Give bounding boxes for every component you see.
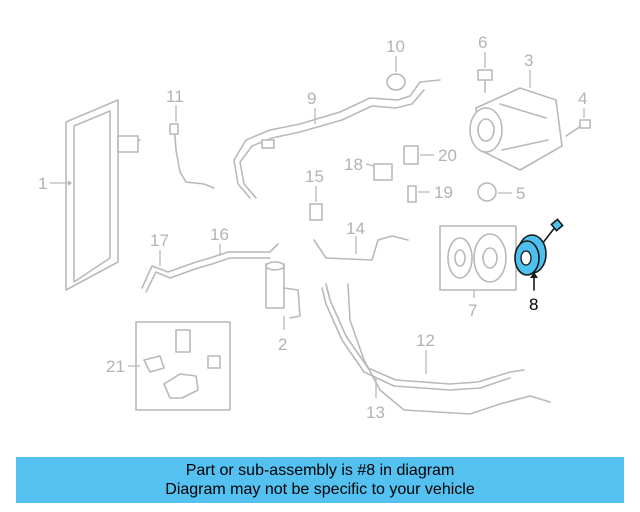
callout-21: 21 <box>106 357 125 376</box>
callout-20: 20 <box>438 146 457 165</box>
callout-9: 9 <box>307 89 316 108</box>
part-3-compressor[interactable]: 3 <box>469 51 563 171</box>
callout-17: 17 <box>150 231 169 250</box>
callout-11: 11 <box>166 87 184 106</box>
part-19-bolt[interactable]: 19 <box>407 183 453 203</box>
callout-16: 16 <box>210 225 229 244</box>
callout-19: 19 <box>434 183 453 202</box>
part-9-line[interactable]: 9 <box>233 79 441 199</box>
part-7-clutch-assembly[interactable]: 7 <box>439 225 517 320</box>
part-12-13-lines[interactable]: 12 13 <box>321 283 551 422</box>
callout-8: 8 <box>529 295 538 314</box>
part-1-condenser[interactable]: 1 <box>38 99 141 291</box>
info-banner: Part or sub-assembly is #8 in diagram Di… <box>16 457 624 503</box>
part-18-bracket[interactable]: 18 <box>344 155 393 181</box>
callout-14: 14 <box>346 219 365 238</box>
part-11-line[interactable]: 11 <box>166 87 215 189</box>
callout-10: 10 <box>386 37 405 56</box>
part-8-clutch-coil[interactable]: 8 <box>514 218 564 314</box>
callout-7: 7 <box>468 301 477 320</box>
part-16-17-line[interactable]: 16 17 <box>141 225 279 293</box>
callout-15: 15 <box>305 167 324 186</box>
part-14-line[interactable]: 14 <box>313 219 409 261</box>
part-21-fittings-kit[interactable]: 21 <box>106 321 231 411</box>
part-2-drier[interactable]: 2 <box>265 261 301 354</box>
callout-6: 6 <box>478 33 487 52</box>
part-10-cap[interactable]: 10 <box>386 37 406 91</box>
part-20-fitting[interactable]: 20 <box>403 145 457 165</box>
part-4-bolt[interactable]: 4 <box>565 89 591 137</box>
callout-12: 12 <box>416 331 435 350</box>
parts-diagram: 1 11 9 10 6 3 <box>38 33 591 422</box>
banner-line-2: Diagram may not be specific to your vehi… <box>165 481 475 498</box>
callout-2: 2 <box>278 335 287 354</box>
part-6-bolt[interactable]: 6 <box>477 33 493 93</box>
callout-5: 5 <box>516 184 525 203</box>
banner-line-1: Part or sub-assembly is #8 in diagram <box>185 462 455 479</box>
callout-4: 4 <box>578 89 587 108</box>
part-5-cap[interactable]: 5 <box>477 182 525 203</box>
part-15-valve[interactable]: 15 <box>305 167 324 221</box>
callout-13: 13 <box>366 403 385 422</box>
callout-18: 18 <box>344 155 363 174</box>
callout-1: 1 <box>38 174 47 193</box>
callout-3: 3 <box>524 51 533 70</box>
